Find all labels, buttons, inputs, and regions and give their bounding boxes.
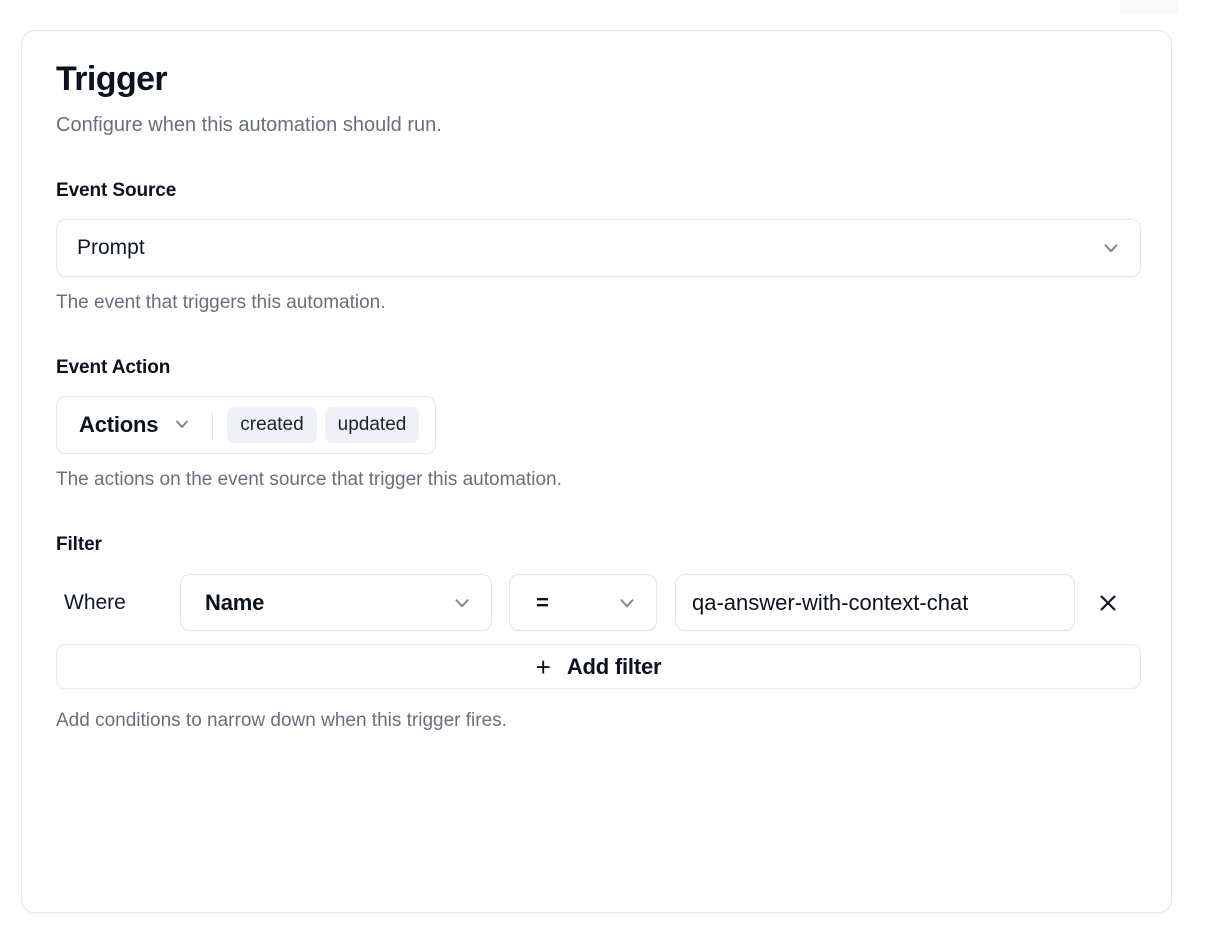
event-source-help: The event that triggers this automation. [56,292,386,313]
event-action-pills: created updated [213,407,420,443]
filter-field-value: Name [205,589,265,615]
chevron-down-icon [616,592,638,614]
event-action-trigger-label: Actions [79,412,159,437]
event-action-pill[interactable]: updated [324,407,420,443]
filter-field-group: Filter Where Name = [56,534,1141,733]
event-source-field: Event Source Prompt The event that trigg… [56,180,1141,315]
chevron-down-icon [1100,237,1122,259]
where-label: Where [64,590,126,614]
chevron-down-icon [451,592,473,614]
close-icon [1096,591,1120,615]
event-action-field: Event Action Actions created update [56,357,1137,492]
filter-operator-select[interactable]: = [509,574,657,631]
filter-value-text: qa-answer-with-context-chat [692,589,969,615]
filter-field-select[interactable]: Name [180,574,492,631]
filter-row: Where Name = [56,574,1137,631]
page-subtitle: Configure when this automation should ru… [56,114,442,136]
event-action-help: The actions on the event source that tri… [56,469,562,490]
filter-operator-value: = [536,589,549,615]
event-action-pill[interactable]: created [227,407,317,443]
event-source-select[interactable]: Prompt [56,219,1141,277]
combo-divider [212,411,214,439]
page-title: Trigger [56,60,168,98]
plus-icon: + [535,651,551,682]
event-source-label: Event Source [56,180,177,201]
add-filter-button[interactable]: + Add filter [56,644,1141,689]
chevron-down-icon [172,414,194,436]
filter-help: Add conditions to narrow down when this … [56,710,507,731]
remove-filter-button[interactable] [1087,582,1129,624]
filter-label: Filter [56,534,102,555]
event-action-select[interactable]: Actions [79,412,212,438]
event-action-combo: Actions created updated [56,396,437,454]
event-source-value: Prompt [77,236,145,259]
event-action-label: Event Action [56,357,171,378]
corner-artifact [1120,0,1178,14]
trigger-card: Trigger Configure when this automation s… [21,30,1172,913]
filter-value-input[interactable]: qa-answer-with-context-chat [675,574,1075,631]
add-filter-label: Add filter [566,653,662,679]
